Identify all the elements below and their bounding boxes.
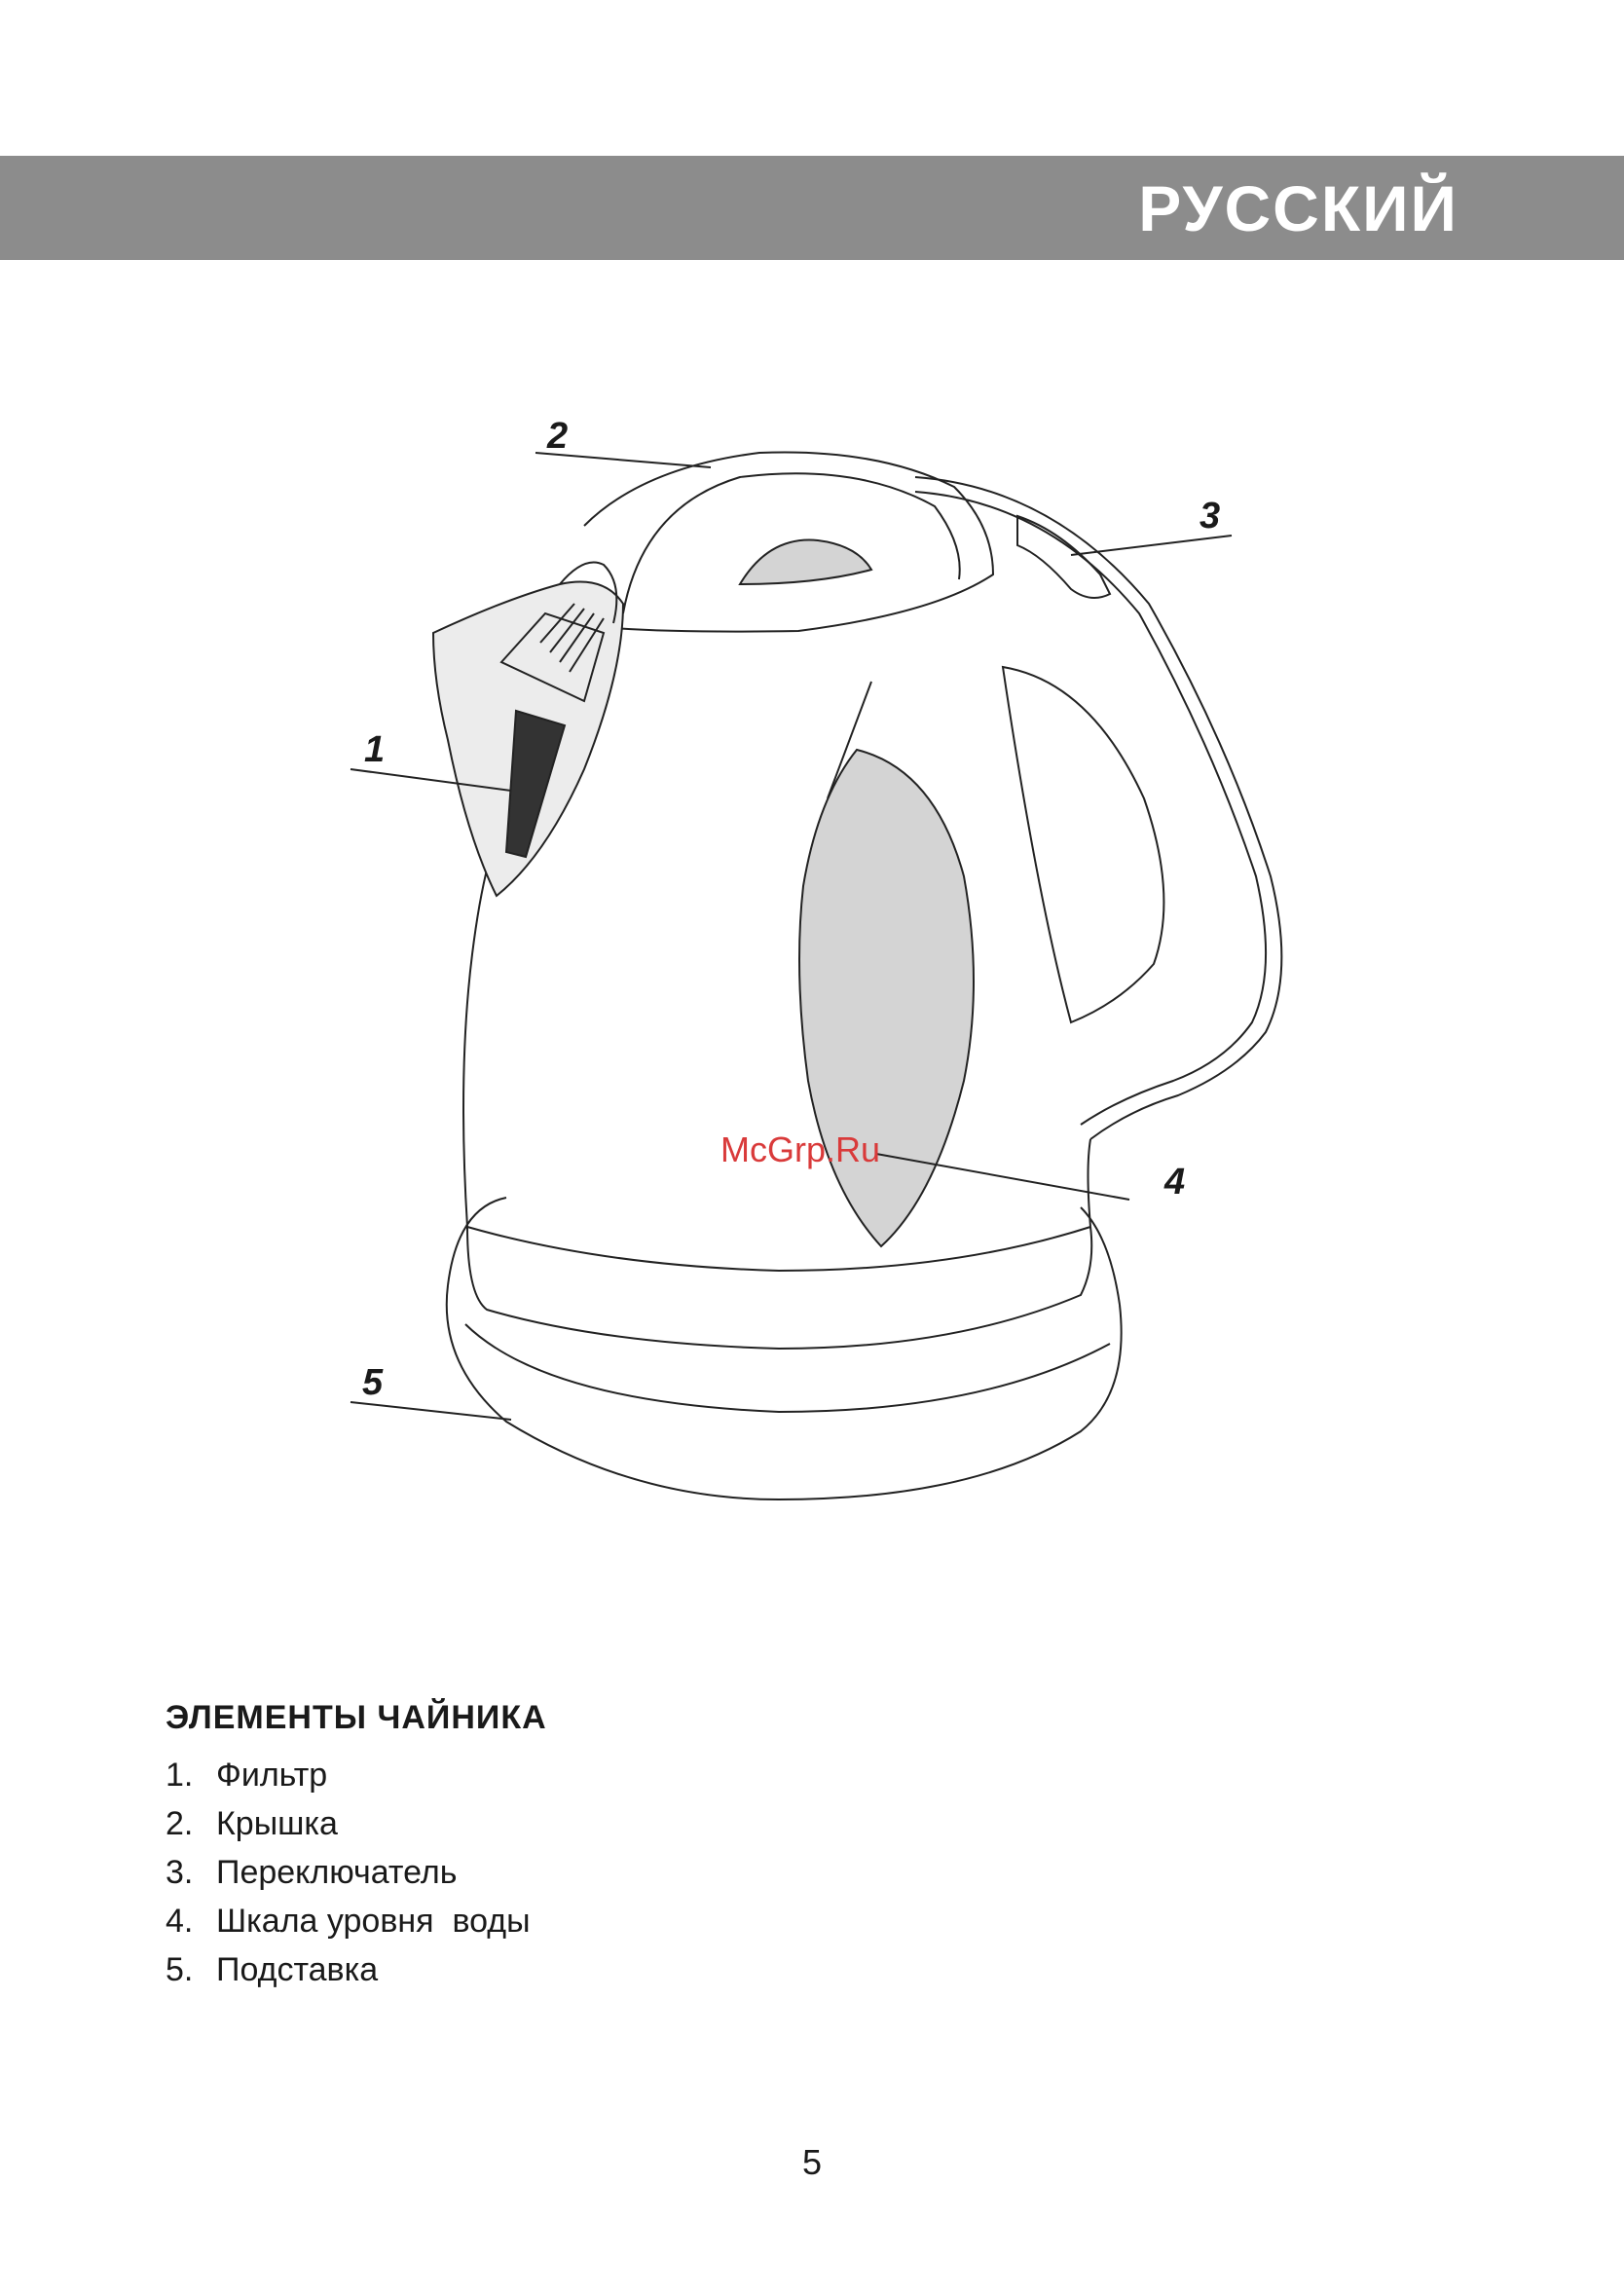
parts-list: 1. Фильтр 2. Крышка 3. Переключатель 4. … [166,1751,1042,1994]
list-item: 3. Переключатель [166,1848,1042,1897]
item-label: Шкала уровня воды [216,1897,531,1945]
page-number: 5 [0,2142,1624,2183]
header-band: РУССКИЙ [0,156,1624,260]
kettle-illustration: 2 3 1 4 5 McGrp.Ru [292,389,1363,1538]
item-number: 3. [166,1848,216,1897]
callout-2: 2 [546,416,568,457]
item-label: Крышка [216,1799,338,1848]
list-item: 5. Подставка [166,1945,1042,1994]
watermark: McGrp.Ru [720,1129,880,1169]
kettle-switch [1017,516,1110,598]
callout-1: 1 [364,729,385,770]
item-label: Подставка [216,1945,378,1994]
water-level-window [799,750,974,1246]
item-number: 2. [166,1799,216,1848]
list-item: 1. Фильтр [166,1751,1042,1799]
item-label: Фильтр [216,1751,327,1799]
callout-5: 5 [362,1362,384,1403]
callout-3: 3 [1200,496,1220,537]
item-label: Переключатель [216,1848,457,1897]
language-title: РУССКИЙ [1138,169,1458,247]
list-item: 4. Шкала уровня воды [166,1897,1042,1945]
item-number: 1. [166,1751,216,1799]
item-number: 5. [166,1945,216,1994]
callout-4: 4 [1163,1162,1185,1203]
item-number: 4. [166,1897,216,1945]
parts-heading: ЭЛЕМЕНТЫ ЧАЙНИКА [166,1699,1042,1737]
kettle-parts-section: ЭЛЕМЕНТЫ ЧАЙНИКА 1. Фильтр 2. Крышка 3. … [166,1699,1042,1994]
list-item: 2. Крышка [166,1799,1042,1848]
